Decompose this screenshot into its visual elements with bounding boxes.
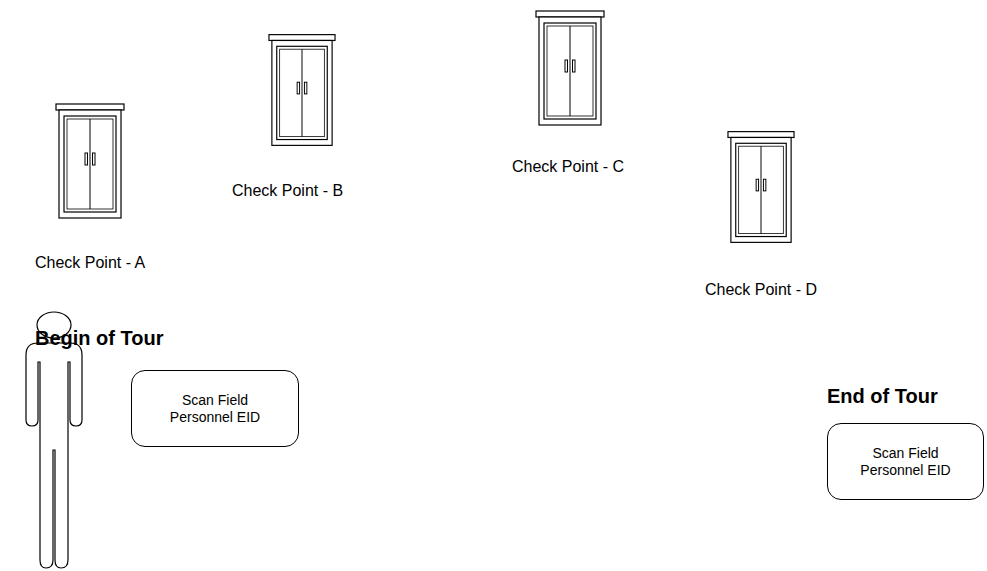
tour-heading: Begin of Tour	[35, 326, 164, 350]
cabinet	[56, 104, 124, 218]
person-figure	[26, 312, 82, 568]
cabinet	[269, 35, 335, 146]
tour-heading: End of Tour	[827, 384, 938, 408]
checkpoint-label: Check Point - B	[232, 181, 343, 200]
scan-box: Scan Field Personnel EID	[827, 423, 984, 500]
cabinet	[536, 11, 604, 125]
box-text: Scan Field Personnel EID	[150, 392, 280, 426]
checkpoint-label: Check Point - D	[705, 280, 817, 299]
scan-box: Scan Field Personnel EID	[131, 370, 299, 447]
checkpoint-label: Check Point - A	[35, 253, 145, 272]
box-text: Scan Field Personnel EID	[841, 445, 971, 479]
checkpoint-label: Check Point - C	[512, 157, 624, 176]
cabinet	[728, 132, 794, 243]
